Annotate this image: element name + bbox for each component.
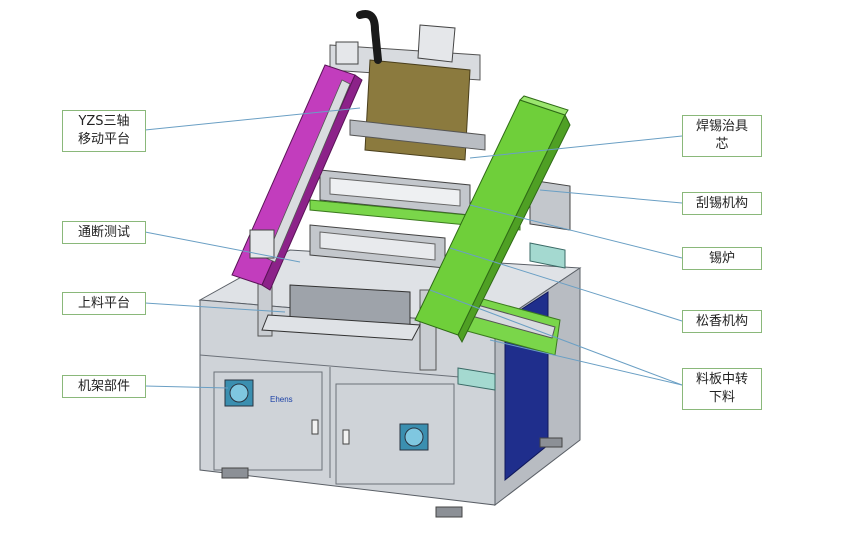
- callout-leaders: [144, 107, 683, 389]
- green-gantry-beam: [414, 95, 571, 344]
- callout-scraper-label: 刮锡机构: [695, 195, 748, 211]
- callout-continuity-label: 通断测试: [77, 224, 130, 240]
- callout-continuity-test: 通断测试: [62, 221, 146, 244]
- callout-frame-parts: 机架部件: [62, 375, 146, 398]
- callout-scraper: 刮锡机构: [682, 192, 762, 215]
- callout-furnace-label: 锡炉: [708, 250, 735, 266]
- callout-loading-label: 上料平台: [77, 295, 130, 311]
- callout-rosin-label: 松香机构: [695, 313, 748, 329]
- machine-base-cabinet: [198, 249, 582, 518]
- yzs-magenta-beam: [231, 41, 363, 291]
- machine-logo: Ehens: [270, 395, 293, 404]
- callout-loading-platform: 上料平台: [62, 292, 146, 315]
- callout-frame-label: 机架部件: [77, 378, 130, 394]
- callout-transfer-label: 料板中转 下料: [695, 372, 748, 405]
- callout-solder-fixture: 焊锡治具 芯: [682, 115, 762, 157]
- callout-yzs-label: YZS三轴 移动平台: [77, 114, 130, 147]
- callout-rosin: 松香机构: [682, 310, 762, 333]
- callout-tin-furnace: 锡炉: [682, 247, 762, 270]
- callout-plate-transfer: 料板中转 下料: [682, 368, 762, 410]
- callout-yzs-platform: YZS三轴 移动平台: [62, 110, 146, 152]
- callout-fixture-label: 焊锡治具 芯: [695, 119, 748, 152]
- machine-upper-frame: [257, 10, 571, 391]
